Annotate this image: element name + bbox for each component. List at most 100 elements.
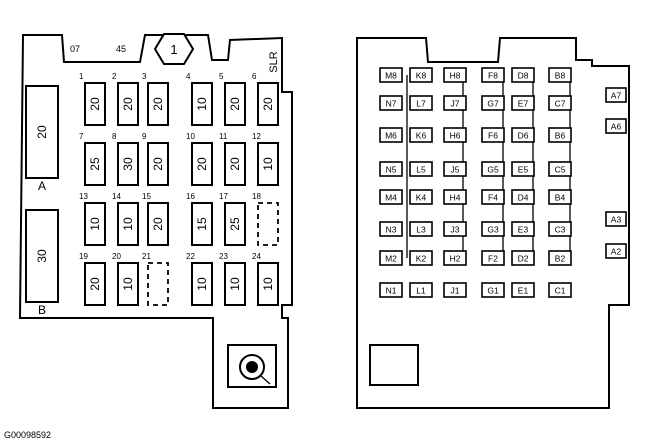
fuse-number-19: 19	[79, 252, 88, 261]
fuse-18-empty-slot	[257, 202, 279, 246]
relay-label-M6: M6	[385, 131, 397, 141]
relay-F6	[481, 127, 505, 143]
fuse-number-15: 15	[142, 192, 151, 201]
relay-E3	[511, 221, 535, 237]
large-fuse-a	[25, 85, 59, 179]
relay-A6	[605, 118, 627, 134]
relay-F4	[481, 189, 505, 205]
fuse-19	[84, 262, 106, 306]
relay-label-C3: C3	[555, 225, 566, 235]
relay-K2	[409, 250, 433, 266]
relay-C3	[548, 221, 572, 237]
relay-N3	[379, 221, 403, 237]
relay-C1	[548, 282, 572, 298]
fuse-rating-3: 20	[151, 97, 165, 111]
relay-L7	[409, 95, 433, 111]
relay-D6	[511, 127, 535, 143]
relay-label-J3: J3	[451, 225, 460, 235]
relay-label-B2: B2	[555, 254, 566, 264]
relay-label-K6: K6	[416, 131, 427, 141]
relay-B6	[548, 127, 572, 143]
fuse-9	[147, 142, 169, 186]
relay-J7	[443, 95, 467, 111]
relay-label-G3: G3	[487, 225, 499, 235]
fuse-6	[257, 82, 279, 126]
large-fuse-b-label: B	[38, 303, 46, 317]
fuse-7	[84, 142, 106, 186]
relay-label-A3: A3	[611, 215, 622, 225]
relay-label-L7: L7	[416, 99, 426, 109]
relay-label-E7: E7	[518, 99, 529, 109]
fuse-rating-4: 10	[195, 97, 209, 111]
fuse-number-20: 20	[112, 252, 121, 261]
fuse-number-21: 21	[142, 252, 151, 261]
relay-label-N3: N3	[386, 225, 397, 235]
fuse-number-17: 17	[219, 192, 228, 201]
relay-M2	[379, 250, 403, 266]
fuse-20	[117, 262, 139, 306]
large-fuse-a-rating: 20	[35, 125, 49, 139]
fuse-number-7: 7	[79, 132, 84, 141]
relay-M4	[379, 189, 403, 205]
relay-K4	[409, 189, 433, 205]
fuse-number-14: 14	[112, 192, 121, 201]
fuse-number-24: 24	[252, 252, 261, 261]
relay-F2	[481, 250, 505, 266]
fuse-16	[191, 202, 213, 246]
fuse-number-13: 13	[79, 192, 88, 201]
relay-B4	[548, 189, 572, 205]
fuse-number-23: 23	[219, 252, 228, 261]
fuse-number-16: 16	[186, 192, 195, 201]
fuse-rating-7: 25	[88, 157, 102, 171]
relay-label-G1: G1	[487, 286, 499, 296]
relay-label-E5: E5	[518, 165, 529, 175]
large-fuse-b-rating: 30	[35, 249, 49, 263]
relay-D4	[511, 189, 535, 205]
relay-B8	[548, 67, 572, 83]
relay-label-K4: K4	[416, 193, 427, 203]
fuse-rating-11: 20	[228, 157, 242, 171]
relay-label-A2: A2	[611, 247, 622, 257]
power-stud-ring	[239, 354, 265, 380]
fuse-22	[191, 262, 213, 306]
fuse-11	[224, 142, 246, 186]
relay-label-H6: H6	[450, 131, 461, 141]
relay-A7	[605, 87, 627, 103]
top-label-45: 45	[116, 44, 126, 54]
relay-label-F4: F4	[488, 193, 498, 203]
relay-label-G7: G7	[487, 99, 499, 109]
relay-E5	[511, 161, 535, 177]
fuse-5	[224, 82, 246, 126]
fuse-rating-9: 20	[151, 157, 165, 171]
fuse-rating-5: 20	[228, 97, 242, 111]
fuse-number-12: 12	[252, 132, 261, 141]
relay-label-N1: N1	[386, 286, 397, 296]
relay-label-N5: N5	[386, 165, 397, 175]
relay-label-H8: H8	[450, 71, 461, 81]
relay-label-E1: E1	[518, 286, 529, 296]
fuse-rating-10: 20	[195, 157, 209, 171]
relay-N1	[379, 282, 403, 298]
relay-L3	[409, 221, 433, 237]
fuse-number-3: 3	[142, 72, 147, 81]
relay-A3	[605, 211, 627, 227]
relay-K6	[409, 127, 433, 143]
relay-label-M4: M4	[385, 193, 397, 203]
fuse-15	[147, 202, 169, 246]
relay-label-C5: C5	[555, 165, 566, 175]
relay-label-D2: D2	[518, 254, 529, 264]
relay-G3	[481, 221, 505, 237]
fuse-number-2: 2	[112, 72, 117, 81]
top-label-07: 07	[70, 44, 80, 54]
relay-label-M2: M2	[385, 254, 397, 264]
fuse-rating-22: 10	[195, 277, 209, 291]
relay-label-N7: N7	[386, 99, 397, 109]
relay-A2	[605, 243, 627, 259]
fuse-number-8: 8	[112, 132, 117, 141]
relay-label-B6: B6	[555, 131, 566, 141]
fuse-rating-24: 10	[261, 277, 275, 291]
left-panel-outline	[18, 34, 293, 409]
relay-K8	[409, 67, 433, 83]
